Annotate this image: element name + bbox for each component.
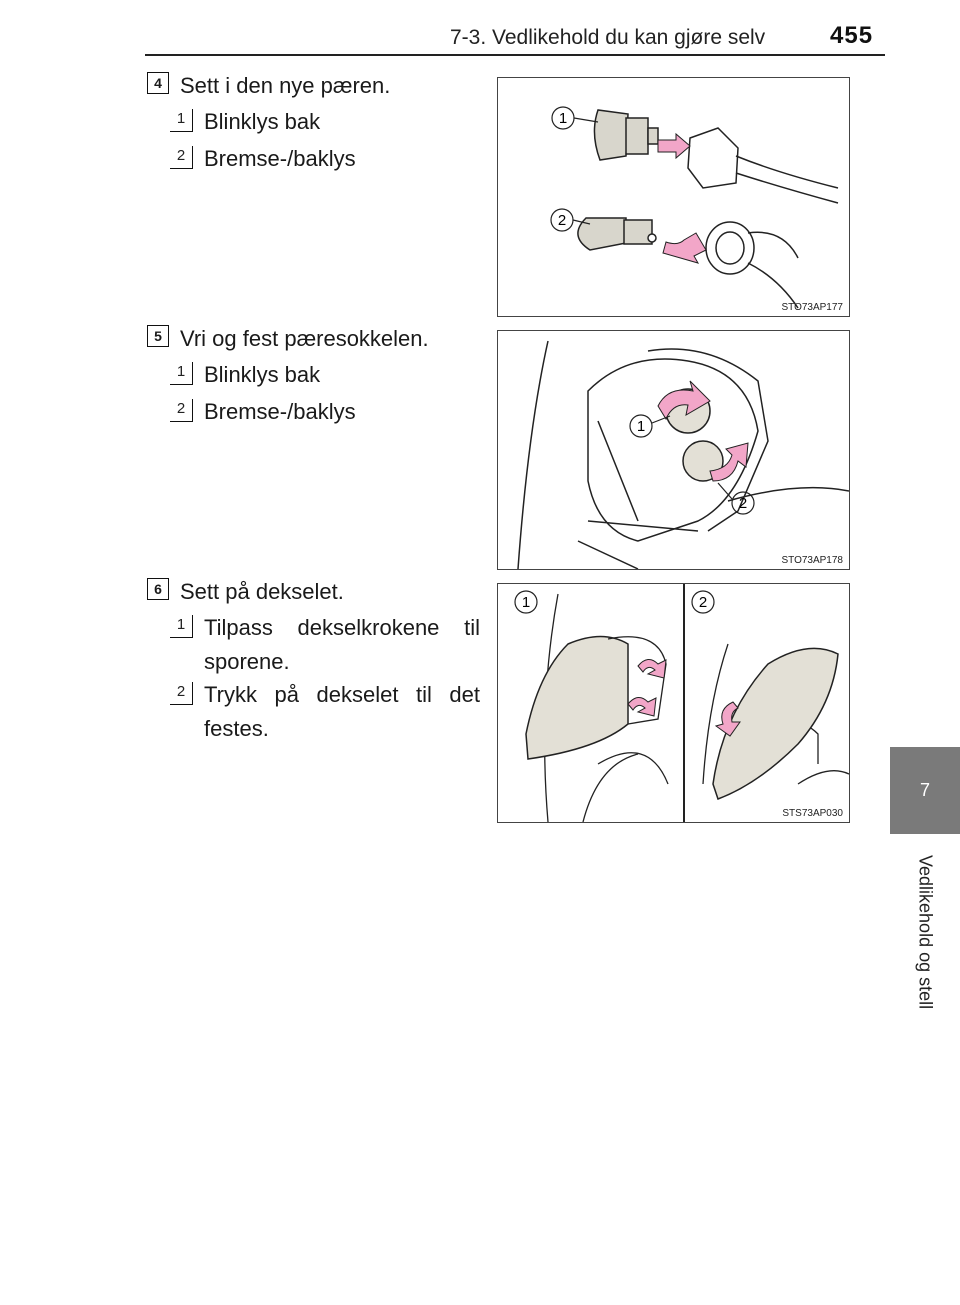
step-title: Sett på dekselet. — [180, 579, 344, 604]
item-number: 1 — [170, 362, 193, 385]
callout-2: 2 — [558, 212, 566, 229]
chapter-label-text: Vedlikehold og stell — [915, 854, 936, 1010]
item-number: 2 — [170, 146, 193, 169]
socket-twist-drawing: 1 2 — [517, 340, 849, 569]
item-text: Blinklys bak — [204, 362, 321, 387]
callout-2: 2 — [699, 594, 707, 611]
section-title: 7-3. Vedlikehold du kan gjøre selv — [450, 26, 766, 49]
item-text: Trykk på dekselet til det festes. — [204, 682, 480, 741]
header-rule — [145, 54, 885, 56]
item-number: 1 — [170, 109, 193, 132]
step-title: Vri og fest pæresokkelen. — [180, 326, 429, 351]
item-text: Blinklys bak — [204, 109, 321, 134]
callout-1: 1 — [559, 110, 567, 127]
step-number: 4 — [147, 72, 169, 94]
chapter-tab: 7 — [890, 747, 960, 834]
chapter-label: Vedlikehold og stell — [890, 842, 960, 1022]
item-text: Bremse-/baklys — [204, 146, 356, 171]
page-header: 7-3. Vedlikehold du kan gjøre selv 455 — [0, 0, 960, 60]
figure-code: STO73AP177 — [781, 302, 843, 313]
callout-1: 1 — [522, 594, 530, 611]
callout-2: 2 — [739, 495, 747, 512]
item-text: Bremse-/baklys — [204, 399, 356, 424]
step-title: Sett i den nye pæren. — [180, 73, 391, 98]
step-number: 5 — [147, 325, 169, 347]
item-number: 2 — [170, 682, 193, 705]
cover-install-illustration: 1 2 STS73AP030 — [497, 583, 850, 823]
cover-install-drawing: 1 2 — [514, 584, 849, 822]
socket-twist-illustration: 1 2 STO73AP178 — [497, 330, 850, 570]
item-number: 1 — [170, 615, 193, 638]
figure-code: STO73AP178 — [781, 555, 843, 566]
page-number: 455 — [830, 22, 874, 49]
bulb-insert-illustration: 1 2 STO73AP177 — [497, 77, 850, 317]
figure-code: STS73AP030 — [782, 808, 843, 819]
item-number: 2 — [170, 399, 193, 422]
item-text: Tilpass dekselkrokene til sporene. — [204, 615, 480, 674]
step-number: 6 — [147, 578, 169, 600]
callout-1: 1 — [637, 418, 645, 435]
bulb-insert-drawing: 1 2 — [550, 106, 839, 309]
